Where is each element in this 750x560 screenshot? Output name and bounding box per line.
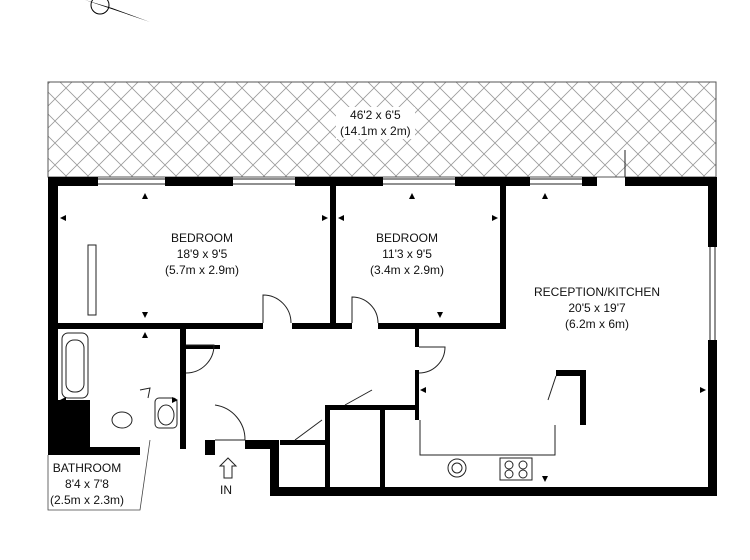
room-label-bedroom-1: BEDROOM 18'9 x 9'5 (5.7m x 2.9m): [165, 230, 239, 278]
door-swings: [139, 294, 557, 456]
room-name: BEDROOM: [376, 231, 439, 245]
internal-walls: [58, 185, 586, 487]
room-dimensions-imperial: 11'3 x 9'5: [382, 247, 432, 261]
room-label-reception-kitchen: RECEPTION/KITCHEN 20'5 x 19'7 (6.2m x 6m…: [534, 284, 660, 332]
north-arrow-icon: [85, 0, 150, 22]
room-dimensions-metric: (5.7m x 2.9m): [165, 263, 240, 277]
entrance-label: IN: [220, 483, 232, 497]
room-dimensions-imperial: 8'4 x 7'8: [65, 477, 109, 491]
fixtures: [61, 244, 533, 481]
windows: [98, 150, 716, 340]
room-dimensions-metric: (3.4m x 2.9m): [370, 263, 445, 277]
room-label-bedroom-2: BEDROOM 11'3 x 9'5 (3.4m x 2.9m): [370, 230, 444, 278]
room-dimensions-imperial: 20'5 x 19'7: [568, 301, 626, 315]
terrace-label: 46'2 x 6'5 (14.1m x 2m): [336, 107, 415, 139]
room-dimensions-imperial: 18'9 x 9'5: [176, 247, 228, 261]
room-dimensions-metric: (2.5m x 2.3m): [50, 493, 125, 507]
dimension-markers: [60, 193, 706, 482]
bathroom-label-box: [47, 439, 151, 511]
room-dimensions-metric: (6.2m x 6m): [565, 317, 630, 331]
entrance-arrow-icon: [218, 457, 238, 479]
room-label-bathroom: BATHROOM 8'4 x 7'8 (2.5m x 2.3m): [50, 460, 124, 508]
room-name: RECEPTION/KITCHEN: [534, 285, 661, 299]
outer-walls: [48, 177, 717, 496]
terrace-dimensions-imperial: 46'2 x 6'5: [350, 108, 401, 122]
room-name: BATHROOM: [52, 461, 122, 475]
terrace-dimensions-metric: (14.1m x 2m): [340, 124, 411, 138]
room-name: BEDROOM: [171, 231, 234, 245]
